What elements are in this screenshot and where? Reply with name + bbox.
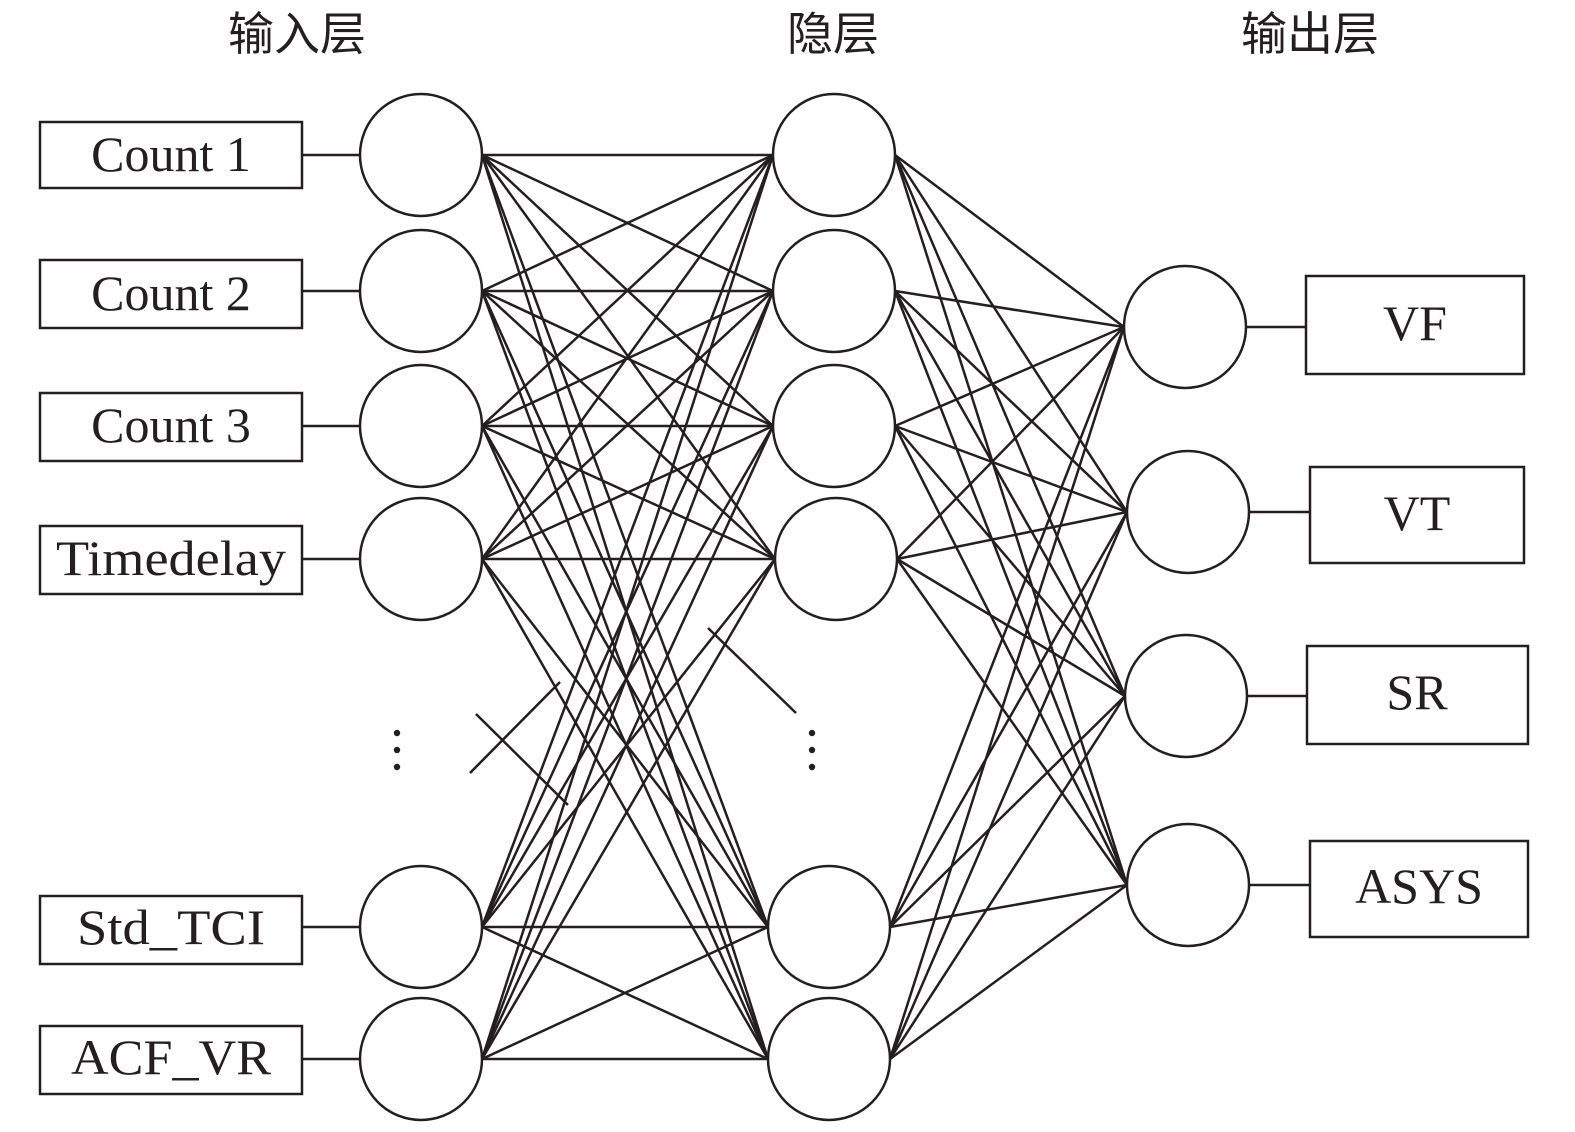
hidden-output-edge	[894, 325, 1125, 428]
input-hidden-edge	[480, 154, 775, 1060]
elided-edge-stub	[469, 681, 561, 774]
hidden-node	[766, 864, 892, 990]
output-label: VT	[1384, 485, 1451, 541]
output-box-vt: VT	[1308, 465, 1526, 565]
input-node	[358, 996, 484, 1122]
output-node	[1122, 264, 1248, 390]
hidden-output-edge	[896, 557, 1126, 698]
output-box-vf: VF	[1304, 274, 1526, 376]
hidden-node	[771, 363, 897, 489]
input-label: Count 2	[91, 265, 251, 321]
input-hidden-edge	[480, 290, 770, 928]
hidden-node	[766, 996, 892, 1122]
output-label: ASYS	[1355, 858, 1483, 914]
elided-edge-stub	[707, 627, 797, 714]
hidden-output-edge	[894, 424, 1128, 514]
nodes-group	[358, 92, 1251, 1122]
input-hidden-edge	[481, 154, 774, 427]
input-label: Std_TCI	[77, 899, 265, 955]
input-node	[358, 228, 484, 354]
input-hidden-edge	[481, 558, 769, 928]
hidden-output-edge	[888, 511, 1129, 928]
hidden-node	[771, 92, 897, 218]
input-label: ACF_VR	[71, 1029, 272, 1085]
output-node	[1123, 633, 1249, 759]
output-layer-title: 输出层	[1241, 7, 1379, 61]
input-hidden-edge	[480, 154, 775, 928]
hidden-output-edge	[889, 695, 1126, 928]
input-ellipsis	[393, 729, 401, 771]
input-hidden-edge	[481, 153, 774, 293]
output-label: VF	[1383, 295, 1447, 351]
input-hidden-edge	[480, 558, 777, 1060]
hidden-output-edge	[894, 290, 1128, 513]
input-label: Count 3	[91, 397, 251, 453]
hidden-ellipsis	[808, 729, 816, 771]
input-node	[358, 92, 484, 218]
output-box-asys: ASYS	[1308, 839, 1530, 939]
hidden-output-edge	[894, 425, 1126, 697]
input-box-count-2: Count 2	[38, 258, 304, 330]
input-hidden-edge	[480, 154, 775, 560]
input-label: Timedelay	[56, 530, 286, 586]
hidden-output-edge	[893, 154, 1129, 886]
input-box-count-1: Count 1	[38, 120, 304, 190]
input-node	[358, 363, 484, 489]
hidden-output-edge	[888, 326, 1126, 928]
hidden-output-edge	[894, 289, 1125, 329]
hidden-node	[773, 496, 899, 622]
hidden-output-edge	[893, 290, 1129, 886]
hidden-output-edge	[895, 558, 1129, 886]
hidden-output-edge	[888, 511, 1129, 1060]
input-node	[358, 864, 484, 990]
hidden-output-edge	[889, 883, 1128, 1061]
input-hidden-edge	[480, 558, 770, 1060]
input-layer-title: 输入层	[228, 7, 366, 61]
hidden-output-edge	[888, 695, 1127, 1060]
hidden-node	[771, 228, 897, 354]
input-hidden-edge	[480, 154, 770, 928]
input-box-timedelay: Timedelay	[38, 524, 304, 596]
input-hidden-edge	[481, 424, 774, 561]
hidden-output-edge	[896, 510, 1128, 561]
input-node	[358, 496, 484, 622]
input-box-std-tci: Std_TCI	[38, 894, 304, 966]
input-hidden-edge	[481, 290, 774, 560]
output-box-sr: SR	[1305, 644, 1530, 746]
output-node	[1125, 822, 1251, 948]
input-label: Count 1	[91, 126, 251, 182]
input-hidden-edge	[480, 290, 775, 1060]
hidden-output-edge	[896, 326, 1125, 560]
hidden-output-edge	[889, 883, 1128, 929]
hidden-output-edge	[893, 425, 1129, 886]
input-hidden-edge	[480, 425, 770, 928]
input-box-count-3: Count 3	[38, 391, 304, 463]
hidden-layer-title: 隐层	[787, 7, 879, 61]
hidden-output-edge	[888, 326, 1126, 1060]
hidden-output-edge	[894, 154, 1125, 328]
elided-edge-stub	[475, 713, 569, 806]
output-node	[1125, 449, 1251, 575]
edges-group	[302, 153, 1310, 1061]
hidden-output-edge	[893, 154, 1127, 697]
input-box-acf-vr: ACF_VR	[38, 1024, 304, 1096]
hidden-output-edge	[893, 154, 1129, 513]
input-hidden-edge	[480, 425, 775, 1060]
output-label: SR	[1386, 664, 1448, 720]
hidden-output-edge	[893, 290, 1127, 697]
input-hidden-edge	[481, 925, 769, 1061]
